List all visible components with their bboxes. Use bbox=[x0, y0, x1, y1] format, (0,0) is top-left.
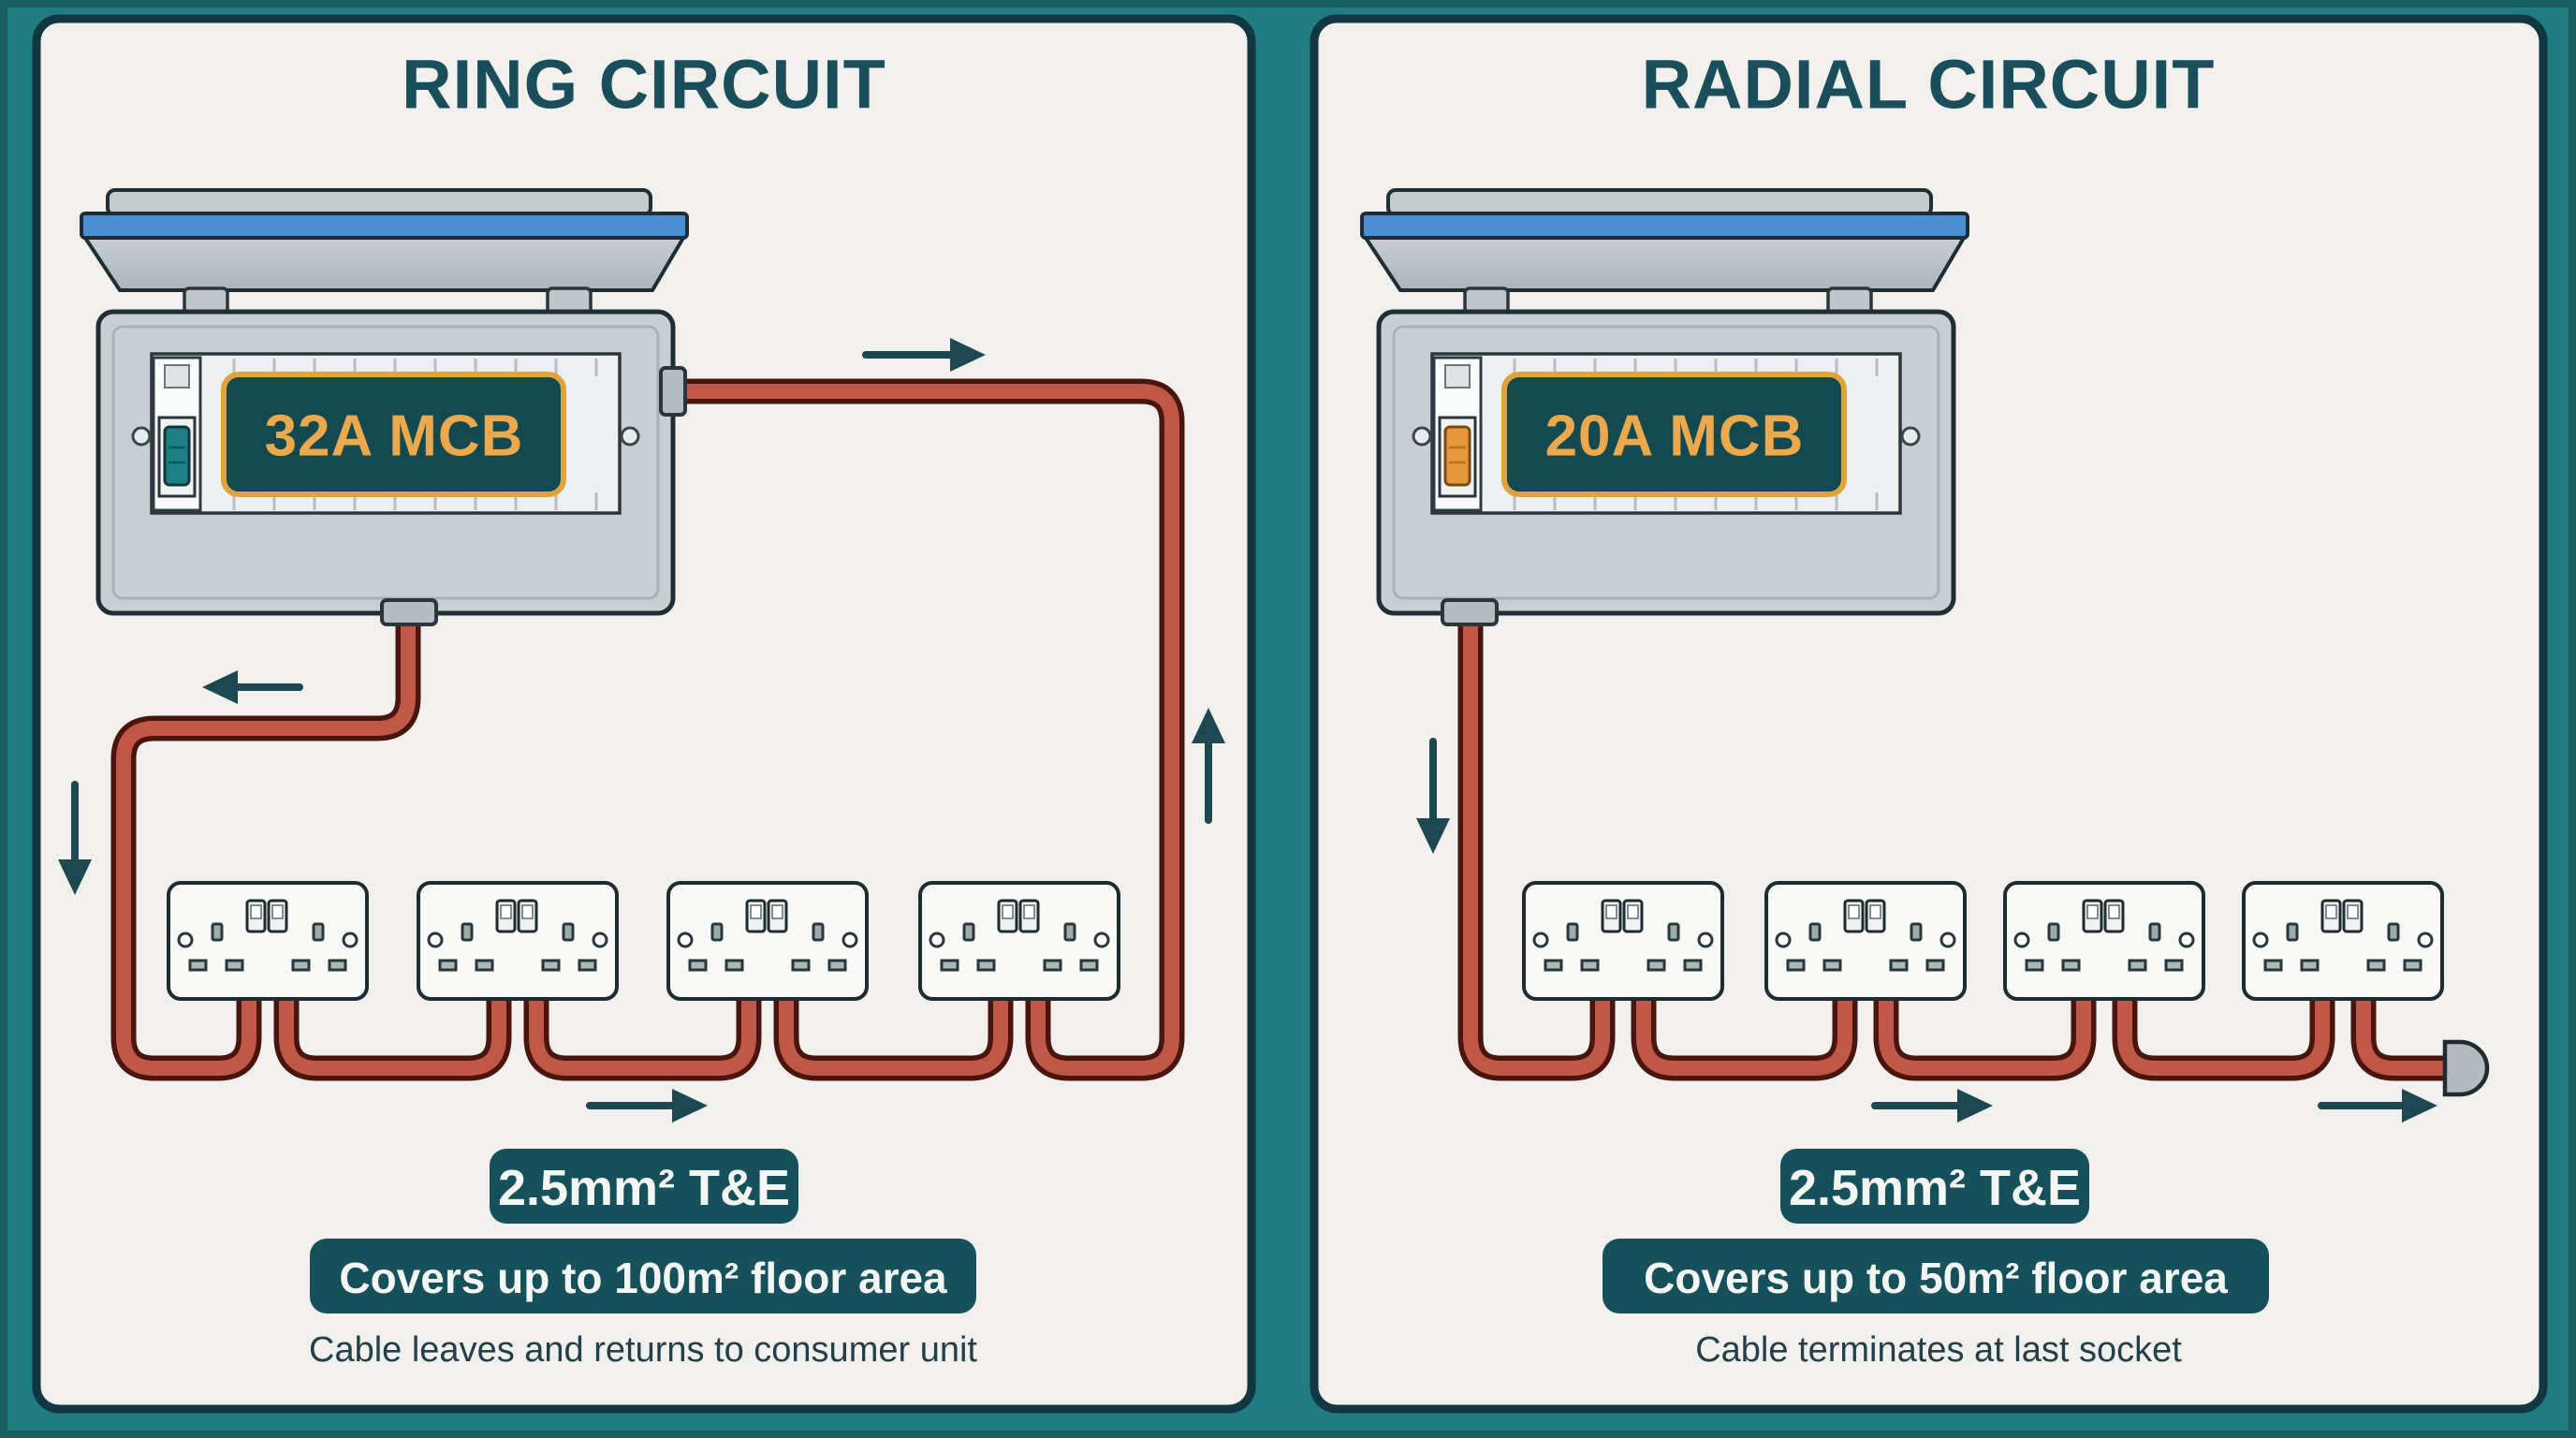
arrow-up-icon bbox=[1192, 708, 1225, 743]
cable-size-badge bbox=[490, 1149, 798, 1224]
cable-loop bbox=[1636, 983, 1852, 1076]
consumer-unit: 32A MCB bbox=[80, 188, 689, 626]
mcb-rating-badge bbox=[1501, 372, 1847, 497]
double-socket bbox=[2242, 881, 2444, 1001]
arrow-right-icon bbox=[950, 338, 986, 372]
cable-end-segment bbox=[2356, 983, 2451, 1076]
cable-termination-cap bbox=[2442, 1039, 2490, 1097]
module-ticks bbox=[1513, 359, 1879, 376]
page-title: RING CIRCUIT bbox=[402, 46, 886, 124]
unit-lid-face bbox=[1362, 236, 1968, 292]
double-socket bbox=[2003, 881, 2205, 1001]
arrow-left-icon bbox=[202, 670, 238, 704]
module-ticks bbox=[232, 492, 598, 510]
cable-return-segment bbox=[674, 384, 1179, 1076]
cable-loop bbox=[1879, 983, 2091, 1076]
panel-caption: Cable terminates at last socket bbox=[1695, 1330, 2182, 1370]
radial-cable bbox=[1457, 613, 2451, 1081]
arrow-right-icon bbox=[1957, 1089, 1993, 1123]
double-socket bbox=[918, 881, 1120, 1001]
screw-icon bbox=[620, 426, 640, 447]
cable-size-badge bbox=[1780, 1149, 2089, 1224]
breaker-terminal bbox=[164, 364, 190, 389]
screw-icon bbox=[131, 426, 152, 447]
unit-body-inner-line bbox=[1392, 325, 1940, 600]
cable-size-text: 2.5mm² T&E bbox=[498, 1160, 790, 1216]
cable-loop bbox=[2117, 983, 2330, 1076]
cable-feed-segment bbox=[116, 613, 416, 1076]
screw-icon bbox=[1900, 426, 1921, 447]
cable-loop bbox=[279, 983, 506, 1076]
double-socket bbox=[1764, 881, 1967, 1001]
flow-arrows bbox=[1416, 738, 2437, 1123]
cable-loop bbox=[779, 983, 1008, 1076]
cable-gland-bottom bbox=[380, 598, 438, 626]
screw-icon bbox=[1412, 426, 1432, 447]
ring-circuit-panel: RING CIRCUIT bbox=[32, 14, 1256, 1414]
unit-lid-back bbox=[1386, 188, 1933, 217]
breaker-toggle bbox=[163, 425, 191, 487]
arrow-down-icon bbox=[58, 859, 92, 895]
unit-lid-blue-strip bbox=[80, 212, 689, 240]
coverage-text: Covers up to 50m² floor area bbox=[1644, 1254, 2228, 1302]
coverage-text: Covers up to 100m² floor area bbox=[339, 1254, 947, 1302]
page-title: RADIAL CIRCUIT bbox=[1642, 46, 2216, 124]
double-socket bbox=[167, 881, 369, 1001]
arrow-right-icon bbox=[2402, 1089, 2437, 1123]
cable-gland-right bbox=[659, 366, 687, 417]
mcb-rating-text: 32A MCB bbox=[265, 404, 524, 469]
unit-lid-back bbox=[106, 188, 652, 217]
unit-lid-blue-strip bbox=[1360, 212, 1969, 240]
panel-caption: Cable leaves and returns to consumer uni… bbox=[309, 1330, 977, 1370]
breaker-toggle bbox=[1443, 425, 1471, 487]
double-socket bbox=[666, 881, 869, 1001]
cable-loop bbox=[529, 983, 756, 1076]
module-ticks bbox=[232, 359, 598, 376]
arrow-down-icon bbox=[1416, 818, 1450, 854]
arrow-right-icon bbox=[672, 1089, 708, 1123]
toggle-ridges bbox=[1449, 446, 1466, 464]
consumer-unit: 20A MCB bbox=[1360, 188, 1969, 626]
double-socket bbox=[1522, 881, 1724, 1001]
double-socket bbox=[417, 881, 619, 1001]
toggle-ridges bbox=[168, 446, 185, 464]
unit-body-inner-line bbox=[111, 325, 660, 600]
cable-size-text: 2.5mm² T&E bbox=[1789, 1160, 2081, 1216]
cable-gland-bottom bbox=[1441, 598, 1499, 626]
coverage-badge bbox=[1603, 1239, 2269, 1313]
mcb-rating-text: 20A MCB bbox=[1545, 404, 1805, 469]
radial-circuit-panel: RADIAL CIRCUIT bbox=[1310, 14, 2548, 1414]
unit-lid-face bbox=[81, 236, 687, 292]
cable-feed-segment bbox=[1463, 613, 1610, 1076]
flow-arrows bbox=[58, 338, 1225, 1123]
coverage-badge bbox=[310, 1239, 976, 1313]
breaker-terminal bbox=[1444, 364, 1471, 389]
module-ticks bbox=[1513, 492, 1879, 510]
mcb-rating-badge bbox=[221, 372, 566, 497]
ring-cable bbox=[110, 378, 1185, 1081]
